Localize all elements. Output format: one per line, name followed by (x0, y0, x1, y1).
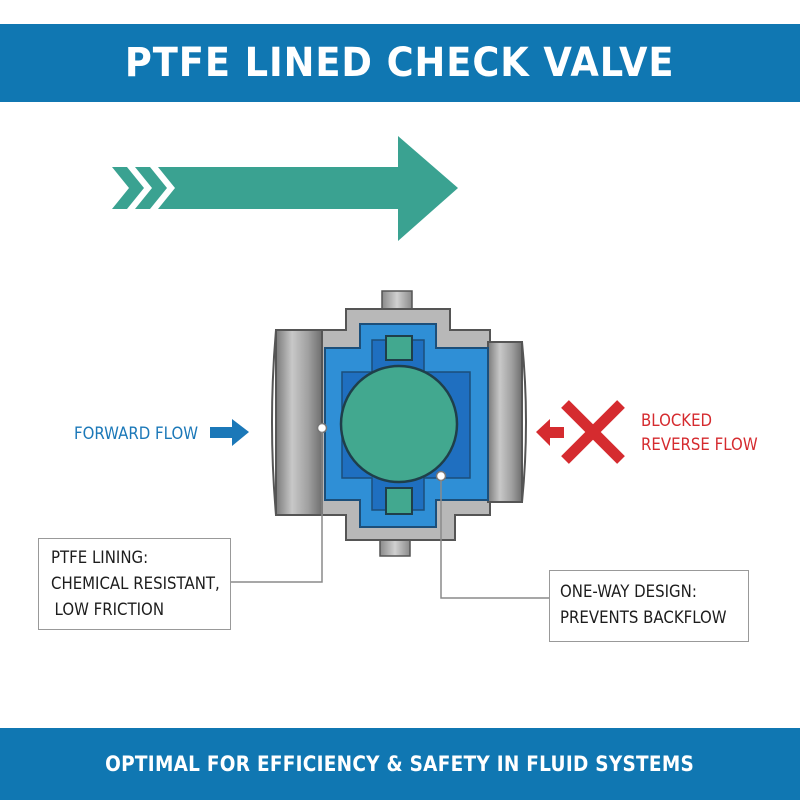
flow-direction-arrow (112, 136, 458, 241)
blocked-flow-label: BLOCKED REVERSE FLOW (641, 409, 758, 457)
blocked-label-line1: BLOCKED (641, 411, 713, 431)
blocked-label-line2: REVERSE FLOW (641, 435, 758, 455)
forward-arrow-icon (210, 419, 249, 446)
disc-top-tab (385, 335, 413, 361)
ptfe-lining-callout-line3: LOW FRICTION (54, 600, 165, 620)
ptfe-lining-callout: PTFE LINING: CHEMICAL RESISTANT, LOW FRI… (38, 538, 231, 630)
right-flange (487, 341, 523, 503)
valve-body (271, 290, 527, 557)
footer-banner: OPTIMAL FOR EFFICIENCY & SAFETY IN FLUID… (0, 728, 800, 800)
ptfe-lining-callout-line2: CHEMICAL RESISTANT, (51, 574, 220, 594)
design-leader-line (440, 480, 549, 599)
design-anchor-point (435, 470, 447, 482)
forward-flow-label: FORWARD FLOW (74, 424, 199, 444)
disc-bottom-tab (385, 487, 413, 515)
blocked-x-icon (561, 400, 625, 464)
main-arrow-icon (158, 136, 458, 241)
page-title: PTFE LINED CHECK VALVE (125, 40, 675, 86)
footer-tagline: OPTIMAL FOR EFFICIENCY & SAFETY IN FLUID… (105, 752, 695, 776)
one-way-callout-heading: ONE-WAY DESIGN: (560, 582, 697, 602)
check-disc (339, 364, 459, 484)
ptfe-lining-callout-heading: PTFE LINING: (51, 548, 149, 568)
lining-anchor-point (316, 422, 328, 434)
title-banner: PTFE LINED CHECK VALVE (0, 24, 800, 102)
one-way-callout-line2: PREVENTS BACKFLOW (560, 608, 727, 628)
left-flange (275, 329, 323, 516)
lining-leader-line (231, 432, 323, 583)
one-way-design-callout: ONE-WAY DESIGN: PREVENTS BACKFLOW (549, 570, 749, 642)
chevron-icon (135, 167, 167, 209)
reverse-arrow-icon (536, 419, 564, 446)
chevron-icon (112, 167, 144, 209)
